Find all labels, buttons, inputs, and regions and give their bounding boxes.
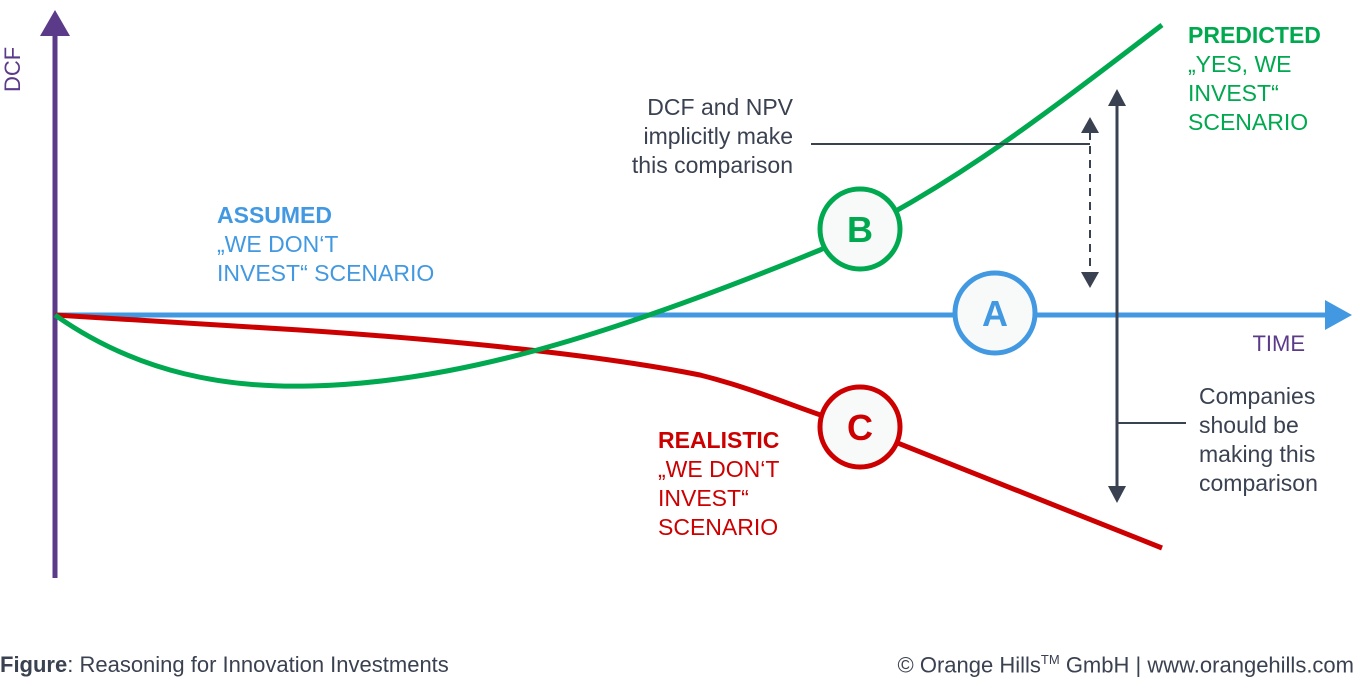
x-axis-arrowhead [1325,300,1352,330]
implicit-line2: implicitly make [643,123,793,149]
separator: | [1135,652,1142,678]
solid-arrowhead-down [1108,486,1126,503]
trademark: TM [1040,652,1060,667]
marker-b-label: B [847,209,873,250]
website-link[interactable]: www.orangehills.com [1147,652,1354,678]
should-line2: should be [1199,412,1299,438]
should-line4: comparison [1199,470,1318,496]
assumed-title: ASSUMED [217,202,333,228]
predicted-label: PREDICTED „YES, WE INVEST“ SCENARIO [1188,21,1321,137]
dashed-arrowhead-up [1081,117,1099,133]
predicted-title: PREDICTED [1188,22,1321,48]
marker-a-circle [952,270,1038,356]
should-comparison-note: Companies should be making this comparis… [1199,382,1318,498]
predicted-curve [53,23,1164,389]
y-axis-label: DCF [0,47,25,92]
marker-c-label: C [847,407,873,448]
implicit-comparison-note: DCF and NPV implicitly make this compari… [560,93,793,180]
should-line3: making this [1199,441,1316,467]
x-axis-label: TIME [1252,331,1305,356]
marker-a-label: A [982,293,1008,334]
assumed-line1: „WE DON‘T [217,231,339,257]
dashed-arrowhead-down [1081,272,1099,288]
y-axis-arrowhead [40,10,70,36]
copyright-footer: © Orange HillsTM GmbH | www.orangehills.… [898,652,1354,678]
figure-label: Figure [0,652,68,677]
company-suffix: GmbH [1059,652,1130,678]
realistic-line1: „WE DON‘T [658,456,780,482]
assumed-label: ASSUMED „WE DON‘T INVEST“ SCENARIO [217,201,434,288]
realistic-label: REALISTIC „WE DON‘T INVEST“ SCENARIO [658,426,779,542]
realistic-curve [54,312,1163,551]
solid-arrowhead-up [1108,89,1126,106]
assumed-line2: INVEST“ SCENARIO [217,260,435,286]
realistic-line2: INVEST“ [658,485,749,511]
predicted-line1: „YES, WE [1188,51,1292,77]
marker-b-circle [817,186,903,272]
realistic-title: REALISTIC [658,427,780,453]
realistic-line3: SCENARIO [658,514,779,540]
implicit-line1: DCF and NPV [647,94,793,120]
predicted-line3: SCENARIO [1188,109,1309,135]
figure-caption: Figure: Reasoning for Innovation Investm… [0,652,449,678]
implicit-line3: this comparison [631,152,793,178]
should-line1: Companies [1199,383,1316,409]
copyright-text: © Orange Hills [897,652,1041,678]
caption-text: : Reasoning for Innovation Investments [67,652,449,677]
predicted-line2: INVEST“ [1188,80,1279,106]
marker-c-circle [817,384,903,470]
